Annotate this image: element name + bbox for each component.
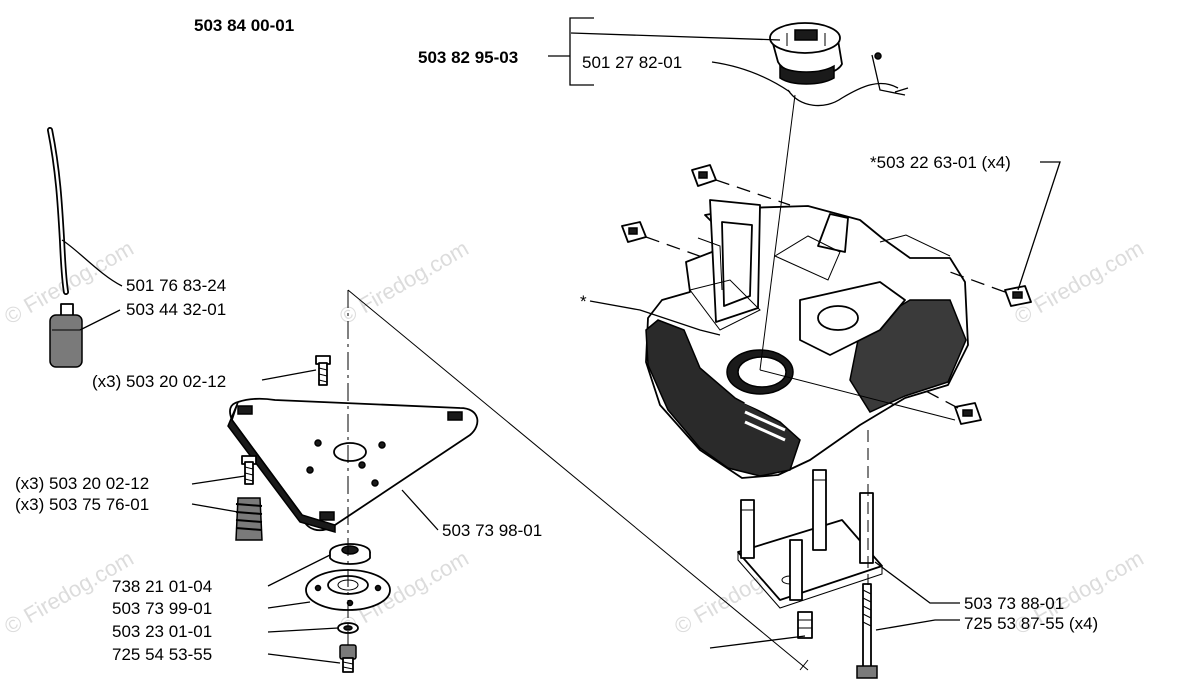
av-buffer-nut-label: *503 22 63-01 (x4) xyxy=(870,153,1011,172)
cover-plate-part xyxy=(227,397,479,533)
kit-bracket xyxy=(548,17,594,86)
bottom-screw-part xyxy=(339,644,357,673)
assembly-lines xyxy=(347,94,956,671)
label-layer: 503 84 00-01 503 82 95-03 501 27 82-01 *… xyxy=(15,16,1098,664)
screw-top-part xyxy=(315,355,331,386)
fuel-hose-part xyxy=(47,127,69,295)
bottom-screw-label: 725 54 53-55 xyxy=(112,645,212,664)
bushing-part xyxy=(329,543,371,565)
fuel-filter-part xyxy=(49,303,83,368)
long-bolt-label: 725 53 87-55 (x4) xyxy=(964,614,1098,633)
washer-label: 503 23 01-01 xyxy=(112,622,212,641)
screw-mid-label: (x3) 503 20 02-12 xyxy=(15,474,149,493)
av-spring-label: (x3) 503 75 76-01 xyxy=(15,495,149,514)
cover-plate-label: 503 73 98-01 xyxy=(442,521,542,540)
crankcase-part xyxy=(645,199,969,479)
screw-top-label: (x3) 503 20 02-12 xyxy=(92,372,226,391)
stud-frame-label: 503 73 88-01 xyxy=(964,594,1064,613)
frame-nut-part xyxy=(797,611,813,639)
watermark: © Firedog.com xyxy=(335,235,473,329)
fuel-cap-label: 501 27 82-01 xyxy=(582,53,682,72)
clutch-drum-plate-label: 503 73 99-01 xyxy=(112,599,212,618)
clutch-drum-plate-part xyxy=(305,569,391,611)
av-spring-part xyxy=(235,497,263,541)
crankcase-marker-label: * xyxy=(580,292,587,311)
bushing-label: 738 21 01-04 xyxy=(112,577,212,596)
fuel-filter-label: 503 44 32-01 xyxy=(126,300,226,319)
long-bolt-part xyxy=(856,583,878,679)
fuel-hose-label: 501 76 83-24 xyxy=(126,276,226,295)
stud-frame-part xyxy=(737,469,883,609)
av-buffer-nuts xyxy=(621,164,1032,425)
assembly-number: 503 84 00-01 xyxy=(194,16,294,35)
leader-lines xyxy=(61,32,1061,664)
fuel-cap-part xyxy=(769,22,909,107)
kit-number-label: 503 82 95-03 xyxy=(418,48,518,67)
screw-mid-part xyxy=(241,455,257,485)
